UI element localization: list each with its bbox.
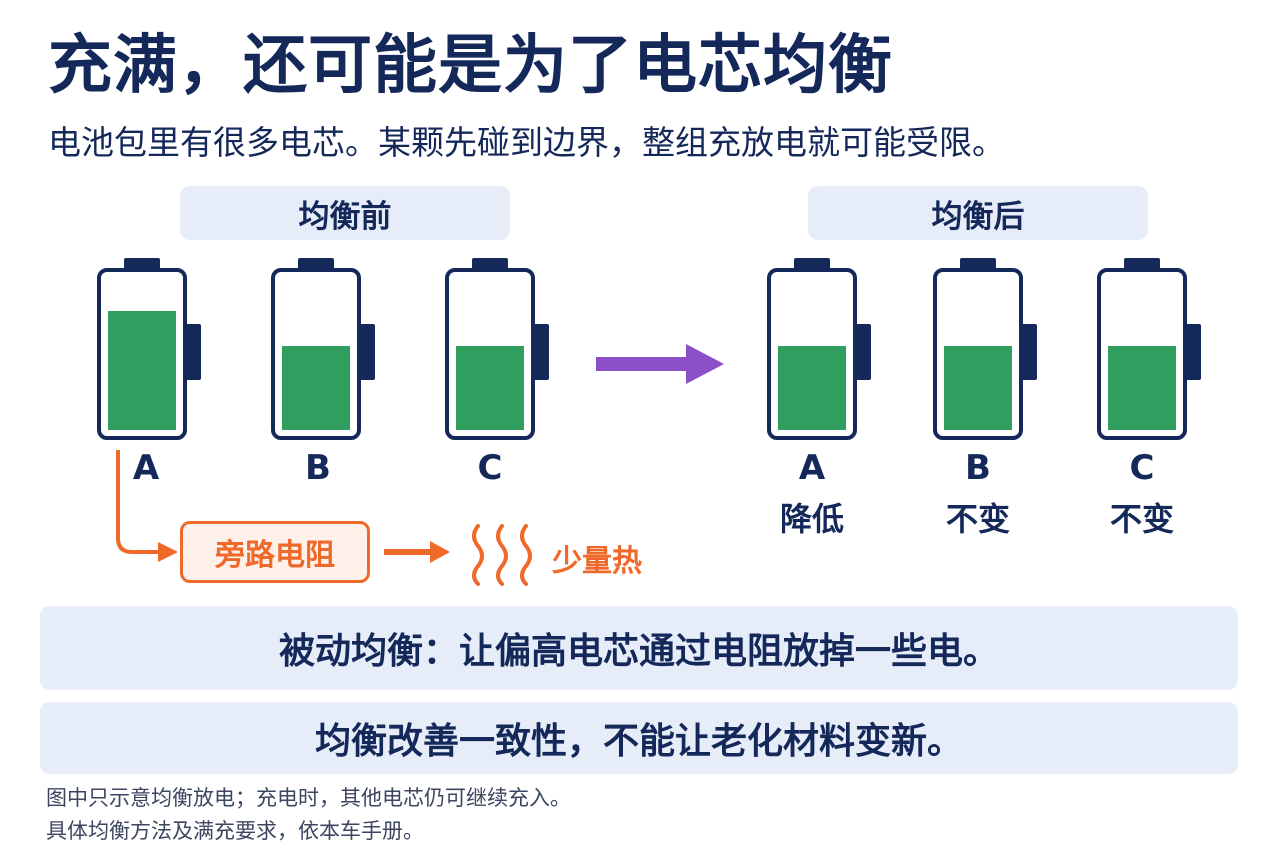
cell-status-after-a: 降低 bbox=[779, 500, 844, 538]
battery-after-c bbox=[1097, 258, 1201, 440]
page-title: 充满，还可能是为了电芯均衡 bbox=[48, 29, 893, 103]
footnote-line-1: 图中只示意均衡放电；充电时，其他电芯仍可继续充入。 bbox=[46, 786, 571, 810]
battery-fill bbox=[456, 346, 524, 430]
cell-label-after-c: C bbox=[1129, 448, 1155, 488]
footnote-line-2: 具体均衡方法及满充要求，依本车手册。 bbox=[46, 819, 424, 843]
cell-label-before-a: A bbox=[132, 448, 160, 488]
heat-waves-icon bbox=[472, 524, 532, 586]
battery-fill bbox=[778, 346, 846, 430]
transition-arrow bbox=[596, 344, 724, 384]
cell-label-before-c: C bbox=[477, 448, 503, 488]
battery-after-b bbox=[933, 258, 1037, 440]
cell-label-before-b: B bbox=[305, 448, 331, 488]
cell-label-after-a: A bbox=[798, 448, 826, 488]
cell-status-after-c: 不变 bbox=[1109, 500, 1174, 538]
bypass-connector-arrow bbox=[116, 450, 178, 562]
battery-fill bbox=[1108, 346, 1176, 430]
after-label: 均衡后 bbox=[808, 186, 1148, 240]
page-subtitle: 电池包里有很多电芯。某颗先碰到边界，整组充放电就可能受限。 bbox=[48, 123, 1005, 162]
heat-arrow bbox=[384, 541, 450, 563]
battery-after-a bbox=[767, 258, 871, 440]
battery-fill bbox=[108, 311, 176, 430]
cell-status-after-b: 不变 bbox=[945, 500, 1010, 538]
battery-before-b bbox=[271, 258, 375, 440]
battery-before-a bbox=[97, 258, 201, 440]
battery-fill bbox=[282, 346, 350, 430]
consistency-banner: 均衡改善一致性，不能让老化材料变新。 bbox=[40, 702, 1238, 774]
before-label: 均衡前 bbox=[180, 186, 510, 240]
battery-before-c bbox=[445, 258, 549, 440]
cell-label-after-b: B bbox=[965, 448, 991, 488]
bypass-resistor-box: 旁路电阻 bbox=[180, 521, 370, 583]
battery-fill bbox=[944, 346, 1012, 430]
passive-balance-banner: 被动均衡：让偏高电芯通过电阻放掉一些电。 bbox=[40, 606, 1238, 690]
heat-label: 少量热 bbox=[552, 544, 642, 579]
